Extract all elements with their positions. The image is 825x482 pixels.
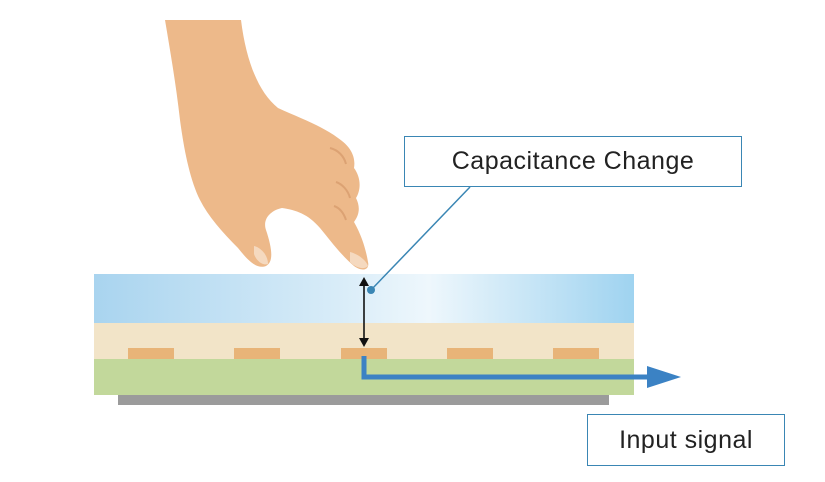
callout-leader-dot [367, 286, 375, 294]
electrode [341, 348, 387, 359]
input-signal-callout: Input signal [587, 414, 785, 466]
electrode [447, 348, 493, 359]
electrode [128, 348, 174, 359]
thumb-fingernail [254, 246, 268, 265]
capacitance-change-label: Capacitance Change [451, 147, 695, 175]
electrodes [128, 348, 599, 359]
callout-leader-line [370, 186, 471, 291]
base-plate [118, 394, 609, 405]
electrode [553, 348, 599, 359]
double-arrow-icon [359, 277, 369, 347]
capacitance-change-callout: Capacitance Change [404, 136, 742, 187]
index-fingernail [350, 252, 368, 269]
signal-arrow-icon [361, 356, 681, 388]
hand-icon [165, 20, 369, 270]
input-signal-label: Input signal [619, 425, 753, 454]
electrode [234, 348, 280, 359]
